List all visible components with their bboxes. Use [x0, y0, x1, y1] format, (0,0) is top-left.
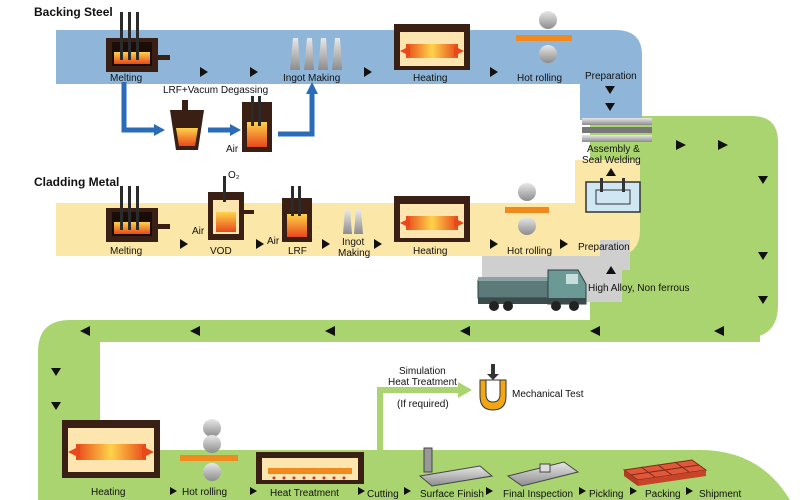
backing-preparation-label: Preparation	[585, 71, 637, 82]
truck-icon	[477, 269, 587, 311]
backing-melting-furnace-icon	[106, 12, 170, 72]
ladle-degassing-icon	[170, 100, 204, 150]
truck-label: High Alloy, Non ferrous	[588, 283, 690, 294]
ingot-molds-icon	[290, 38, 342, 70]
backing-steel-band	[56, 30, 642, 120]
backing-ingot-label: Ingot Making	[283, 73, 340, 84]
vod-o2-label: O₂	[228, 170, 240, 181]
cladding-ingot-label-line2: Making	[338, 248, 370, 259]
cladding-ingot-label-line1: Ingot	[342, 237, 364, 248]
cladding-ingot-molds-icon	[343, 210, 363, 234]
green-flow-arrows-right	[676, 140, 768, 304]
mechanical-test-icon	[479, 364, 507, 411]
cladding-flow-arrows	[180, 168, 616, 274]
final-inspection-icon	[506, 461, 580, 487]
cladding-preparation-label: Preparation	[578, 242, 630, 253]
backing-hot-rolling-label: Hot rolling	[517, 73, 562, 84]
degassing-air-label: Air	[226, 144, 239, 155]
green-flow-arrows-return	[51, 326, 724, 410]
cutting-label: Cutting	[367, 489, 399, 500]
bottom-flow-arrows	[170, 487, 693, 495]
cladding-metal-band	[56, 160, 640, 256]
cladding-hot-rolling-label: Hot rolling	[507, 246, 552, 257]
cladding-lrf-furnace-icon	[282, 186, 312, 242]
bottom-hot-rolling-label: Hot rolling	[182, 487, 227, 498]
assembly-label-line1: Assembly &	[587, 144, 640, 155]
assembly-plates-icon	[582, 118, 652, 142]
packing-crates-icon	[622, 459, 708, 486]
backing-hot-rolling-icon	[516, 11, 572, 63]
pickling-label: Pickling	[589, 489, 623, 500]
bottom-heating-furnace-icon	[62, 420, 160, 478]
bottom-hot-rolling-icon	[180, 419, 238, 481]
heat-treatment-furnace-icon	[256, 452, 364, 484]
shipment-label: Shipment	[699, 489, 741, 500]
simulation-note: (If required)	[397, 399, 449, 410]
truck-connector-riser	[600, 240, 630, 270]
preparation-tank-icon	[585, 178, 641, 213]
cladding-lrf-label: LRF	[288, 246, 307, 257]
mechanical-test-label: Mechanical Test	[512, 389, 584, 400]
cladding-metal-title: Cladding Metal	[34, 175, 119, 189]
surface-finish-label: Surface Finish	[420, 489, 484, 500]
backing-heating-furnace-icon	[394, 24, 470, 70]
assembly-label-line2: Seal Welding	[582, 155, 641, 166]
packing-label: Packing	[645, 489, 681, 500]
backing-heating-label: Heating	[413, 73, 447, 84]
green-branch	[377, 387, 460, 452]
backing-steel-title: Backing Steel	[34, 5, 113, 19]
vod-vessel-icon	[208, 176, 254, 240]
surface-finish-icon	[418, 447, 494, 487]
cladding-vod-label: VOD	[210, 246, 232, 257]
cladding-melting-label: Melting	[110, 246, 142, 257]
simulation-label-line1: Simulation	[399, 366, 446, 377]
vod-air-label: Air	[192, 226, 205, 237]
heat-treatment-label: Heat Treatment	[270, 488, 339, 499]
green-loop-bottom	[38, 450, 790, 500]
lrf-degassing-furnace-icon	[242, 96, 272, 152]
degassing-title: LRF+Vacum Degassing	[163, 85, 268, 96]
cladding-heating-furnace-icon	[394, 196, 470, 242]
green-branch-arrow	[458, 382, 472, 398]
simulation-label-line2: Heat Treatment	[388, 377, 457, 388]
cladding-melting-furnace-icon	[106, 186, 170, 242]
green-loop-top	[70, 320, 760, 342]
lrf-air-label: Air	[267, 236, 280, 247]
cladding-heating-label: Heating	[413, 246, 447, 257]
final-inspection-label: Final Inspection	[503, 489, 573, 500]
degassing-arrow-down	[121, 82, 156, 133]
backing-flow-arrows	[200, 67, 615, 111]
backing-melting-label: Melting	[110, 73, 142, 84]
bottom-heating-label: Heating	[91, 487, 125, 498]
degassing-arrow-up	[278, 92, 315, 137]
cladding-hot-rolling-icon	[505, 183, 549, 235]
